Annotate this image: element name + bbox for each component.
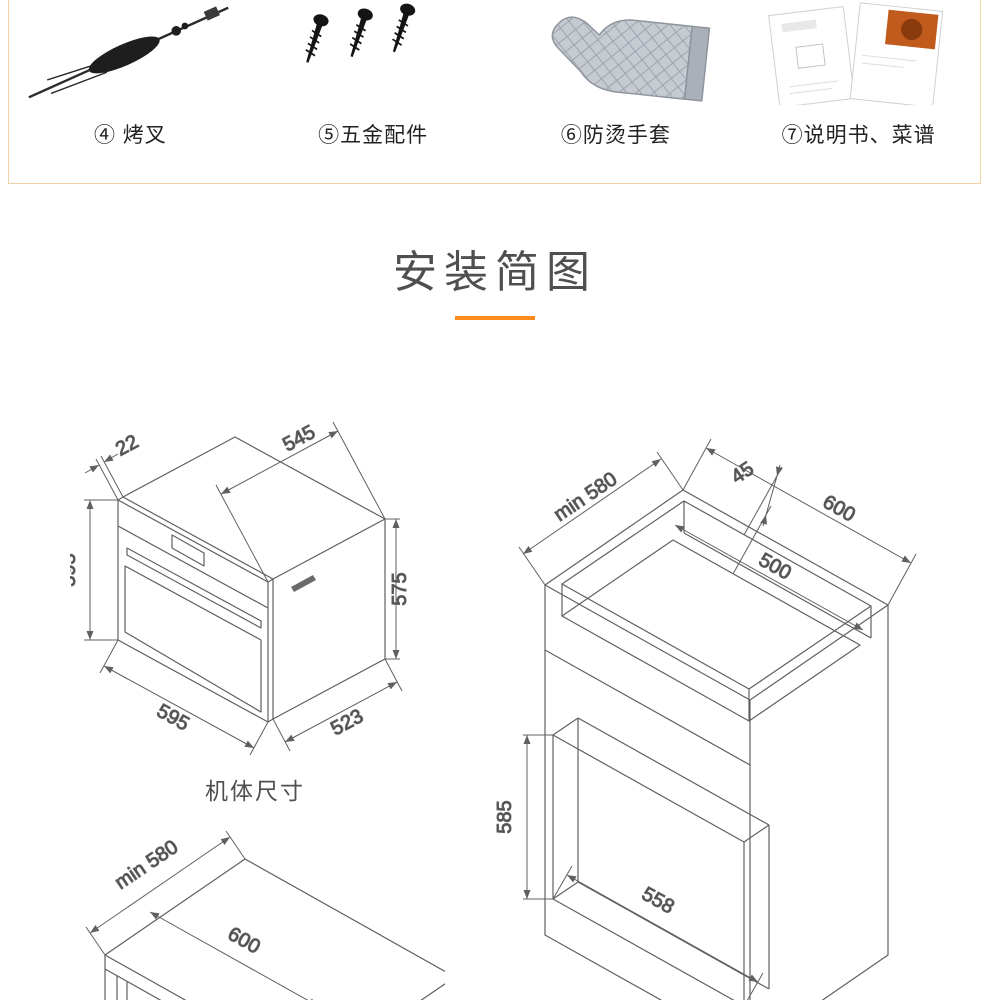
countertop-outline bbox=[104, 858, 445, 1000]
dim-label-min-depth: min 580 bbox=[550, 468, 621, 526]
dim-min-depth: min 580 bbox=[85, 830, 246, 956]
screw-1 bbox=[305, 14, 329, 63]
accessory-item-oven-mitt: ⑥防烫手套 bbox=[495, 0, 738, 183]
dim-label-top-width: 600 bbox=[819, 491, 859, 526]
accessories-section: ④ 烤叉 bbox=[8, 0, 981, 184]
section-title: 安装简图 bbox=[393, 248, 597, 297]
oven-niche-opening bbox=[552, 734, 745, 1000]
dim-label-min-depth: min 580 bbox=[111, 836, 182, 894]
dim-label-front-width: 595 bbox=[153, 700, 193, 735]
accent-divider bbox=[455, 316, 535, 320]
screws-icon bbox=[305, 3, 416, 63]
dim-niche-height: 585 bbox=[494, 734, 553, 900]
oven-diagram-caption: 机体尺寸 bbox=[205, 778, 305, 804]
oven-body-outline bbox=[117, 436, 386, 723]
dim-top-width: 600 bbox=[682, 438, 917, 606]
compartment-shelf bbox=[561, 539, 861, 722]
dim-front-height: 595 bbox=[70, 499, 118, 641]
dim-front-width: 595 bbox=[99, 639, 269, 756]
side-vent-slot bbox=[291, 575, 316, 592]
top-compartment-rim bbox=[561, 500, 872, 690]
oven-mitt-icon bbox=[551, 16, 711, 102]
oven-display bbox=[171, 534, 205, 567]
manual-book bbox=[767, 5, 855, 105]
screw-3 bbox=[392, 3, 416, 53]
accessory-label: ⑥防烫手套 bbox=[560, 124, 671, 147]
accessory-label: ④ 烤叉 bbox=[93, 124, 167, 147]
manual-books-icon bbox=[767, 2, 943, 105]
screw-2 bbox=[349, 8, 373, 57]
dim-label-opening-width: 600 bbox=[224, 923, 264, 958]
dim-label-panel-depth: 22 bbox=[112, 431, 142, 461]
oven-dimensions-diagram: 595 22 545 575 595 523 机体尺寸 bbox=[70, 421, 412, 804]
dim-label-shelf-depth: 500 bbox=[755, 549, 795, 584]
dim-label-bottom-depth: 523 bbox=[327, 705, 367, 740]
accessory-item-rotisserie-fork: ④ 烤叉 bbox=[9, 0, 252, 183]
tall-cabinet-diagram: min 580 600 45 500 585 558 bbox=[494, 438, 917, 1000]
dim-rear-height: 575 bbox=[385, 518, 412, 660]
rotisserie-fork-icon bbox=[28, 6, 230, 99]
oven-door-handle bbox=[126, 547, 262, 629]
dim-shelf-depth: 500 bbox=[674, 524, 864, 631]
accessory-label: ⑦说明书、菜谱 bbox=[781, 124, 936, 147]
accessory-item-manual-recipes: ⑦说明书、菜谱 bbox=[737, 0, 980, 183]
dim-label-front-height: 595 bbox=[70, 553, 80, 586]
dim-bottom-depth: 523 bbox=[272, 658, 403, 752]
dim-label-niche-height: 585 bbox=[494, 800, 516, 833]
accessory-item-hardware-kit: ⑤五金配件 bbox=[252, 0, 495, 183]
dim-opening-width: 600 bbox=[149, 911, 318, 1000]
dim-top-depth: 545 bbox=[215, 421, 386, 583]
dim-label-niche-width: 558 bbox=[638, 883, 678, 918]
dim-label-rear-height: 575 bbox=[389, 572, 411, 605]
recipe-book bbox=[849, 2, 943, 105]
oven-door bbox=[124, 565, 262, 713]
accessory-label: ⑤五金配件 bbox=[318, 124, 429, 147]
base-cabinet-diagram: min 580 600 bbox=[85, 830, 445, 1000]
dim-panel-depth: 22 bbox=[84, 430, 143, 501]
dim-label-top-depth: 545 bbox=[279, 421, 319, 456]
cabinet-outline bbox=[544, 489, 889, 1000]
